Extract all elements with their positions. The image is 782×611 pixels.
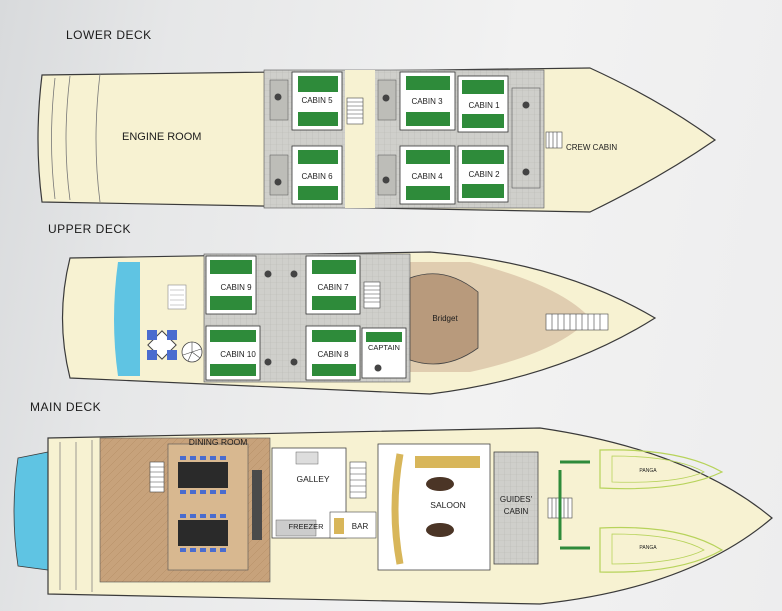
bed-icon bbox=[366, 332, 402, 342]
stairs-icon bbox=[545, 313, 609, 331]
bed-icon bbox=[312, 296, 356, 310]
cabin-5-label: CABIN 5 bbox=[301, 96, 333, 105]
main-deck-title: MAIN DECK bbox=[30, 400, 102, 414]
bed-icon bbox=[462, 150, 504, 164]
panga-2: PANGA bbox=[599, 526, 724, 573]
bed-icon bbox=[210, 330, 256, 342]
bed-icon bbox=[462, 80, 504, 94]
bar: BAR bbox=[329, 511, 377, 539]
captain-label: CAPTAIN bbox=[368, 343, 400, 352]
table-icon bbox=[178, 456, 228, 552]
cabin-9: CABIN 9 bbox=[205, 255, 257, 315]
bed-icon bbox=[210, 260, 252, 274]
cabin-2: CABIN 2 bbox=[457, 145, 509, 203]
cabin-6-label: CABIN 6 bbox=[301, 172, 333, 181]
stairs-icon bbox=[346, 97, 364, 125]
bed-icon bbox=[406, 112, 450, 126]
toilet-icon bbox=[382, 94, 390, 102]
bed-icon bbox=[210, 296, 252, 310]
panga-2-label: PANGA bbox=[639, 545, 657, 551]
sunbed-icon bbox=[167, 284, 187, 310]
bed-icon bbox=[210, 364, 256, 376]
cabin-4: CABIN 4 bbox=[377, 145, 456, 205]
engine-room-label: ENGINE ROOM bbox=[122, 131, 201, 143]
guides-cabin: GUIDES' CABIN bbox=[493, 451, 539, 565]
bar-label: BAR bbox=[352, 522, 369, 531]
cabin-8-label: CABIN 8 bbox=[317, 350, 349, 359]
stairs-icon bbox=[149, 461, 165, 493]
upper-deck-title: UPPER DECK bbox=[48, 222, 132, 236]
panga-1: PANGA bbox=[599, 449, 724, 490]
cabin-8: CABIN 8 bbox=[305, 325, 361, 381]
cabin-7: CABIN 7 bbox=[305, 255, 361, 315]
guides-cabin-label-1: GUIDES' bbox=[500, 495, 533, 504]
cabin-10: CABIN 10 bbox=[205, 325, 261, 381]
bed-icon bbox=[312, 330, 356, 342]
pool bbox=[114, 262, 140, 376]
toilet-icon bbox=[522, 101, 530, 109]
dining-room: DINING ROOM bbox=[167, 437, 262, 571]
bed-icon bbox=[406, 186, 450, 200]
cabin-7-label: CABIN 7 bbox=[317, 283, 349, 292]
toilet-icon bbox=[382, 176, 390, 184]
bed-icon bbox=[298, 150, 338, 164]
toilet-icon bbox=[290, 270, 298, 278]
dining-room-label: DINING ROOM bbox=[189, 437, 248, 447]
cabin-3: CABIN 3 bbox=[377, 71, 456, 131]
bed-icon bbox=[406, 150, 450, 164]
crew-cabin-label: CREW CABIN bbox=[566, 143, 617, 152]
table-icon bbox=[426, 477, 454, 491]
table-icon bbox=[147, 330, 177, 360]
lower-deck-title: LOWER DECK bbox=[66, 28, 152, 42]
bridget-label: Bridget bbox=[432, 314, 458, 323]
cabin-3-label: CABIN 3 bbox=[411, 97, 443, 106]
toilet-icon bbox=[264, 358, 272, 366]
toilet-icon bbox=[374, 364, 382, 372]
bed-icon bbox=[298, 186, 338, 200]
toilet-icon bbox=[264, 270, 272, 278]
cabin-1-label: CABIN 1 bbox=[468, 101, 500, 110]
toilet-icon bbox=[522, 168, 530, 176]
bed-icon bbox=[312, 260, 356, 274]
cabin-9-label: CABIN 9 bbox=[220, 283, 252, 292]
bridge bbox=[409, 273, 479, 365]
stairs-icon bbox=[363, 281, 381, 309]
bed-icon bbox=[298, 76, 338, 92]
stairs-icon bbox=[349, 461, 367, 499]
bed-icon bbox=[298, 112, 338, 126]
upper-deck: CABIN 9 CABIN 7 CABIN 10 CABIN 8 CAPTAIN bbox=[61, 251, 657, 395]
cabin-10-label: CABIN 10 bbox=[220, 350, 256, 359]
main-deck: DINING ROOM GALLEY FREEZER bbox=[13, 427, 773, 605]
bed-icon bbox=[312, 364, 356, 376]
stairs-icon bbox=[545, 131, 563, 149]
toilet-icon bbox=[290, 358, 298, 366]
saloon: SALOON bbox=[377, 443, 491, 571]
guides-cabin-label-2: CABIN bbox=[504, 507, 529, 516]
captain-cabin: CAPTAIN bbox=[361, 327, 407, 379]
bed-icon bbox=[462, 184, 504, 198]
cabin-4-label: CABIN 4 bbox=[411, 172, 443, 181]
toilet-icon bbox=[274, 93, 282, 101]
cabin-5: CABIN 5 bbox=[269, 71, 343, 131]
toilet-icon bbox=[274, 178, 282, 186]
cabin-2-label: CABIN 2 bbox=[468, 170, 500, 179]
panga-1-label: PANGA bbox=[639, 468, 657, 474]
bed-icon bbox=[406, 76, 450, 90]
cabin-1: CABIN 1 bbox=[457, 75, 509, 133]
table-icon bbox=[426, 523, 454, 537]
lower-deck: CABIN 5 CABIN 6 CABIN 3 bbox=[37, 67, 717, 213]
saloon-label: SALOON bbox=[430, 500, 465, 510]
freezer-label: FREEZER bbox=[288, 522, 324, 531]
galley-label: GALLEY bbox=[296, 474, 329, 484]
bed-icon bbox=[462, 114, 504, 128]
cabin-6: CABIN 6 bbox=[269, 145, 343, 205]
